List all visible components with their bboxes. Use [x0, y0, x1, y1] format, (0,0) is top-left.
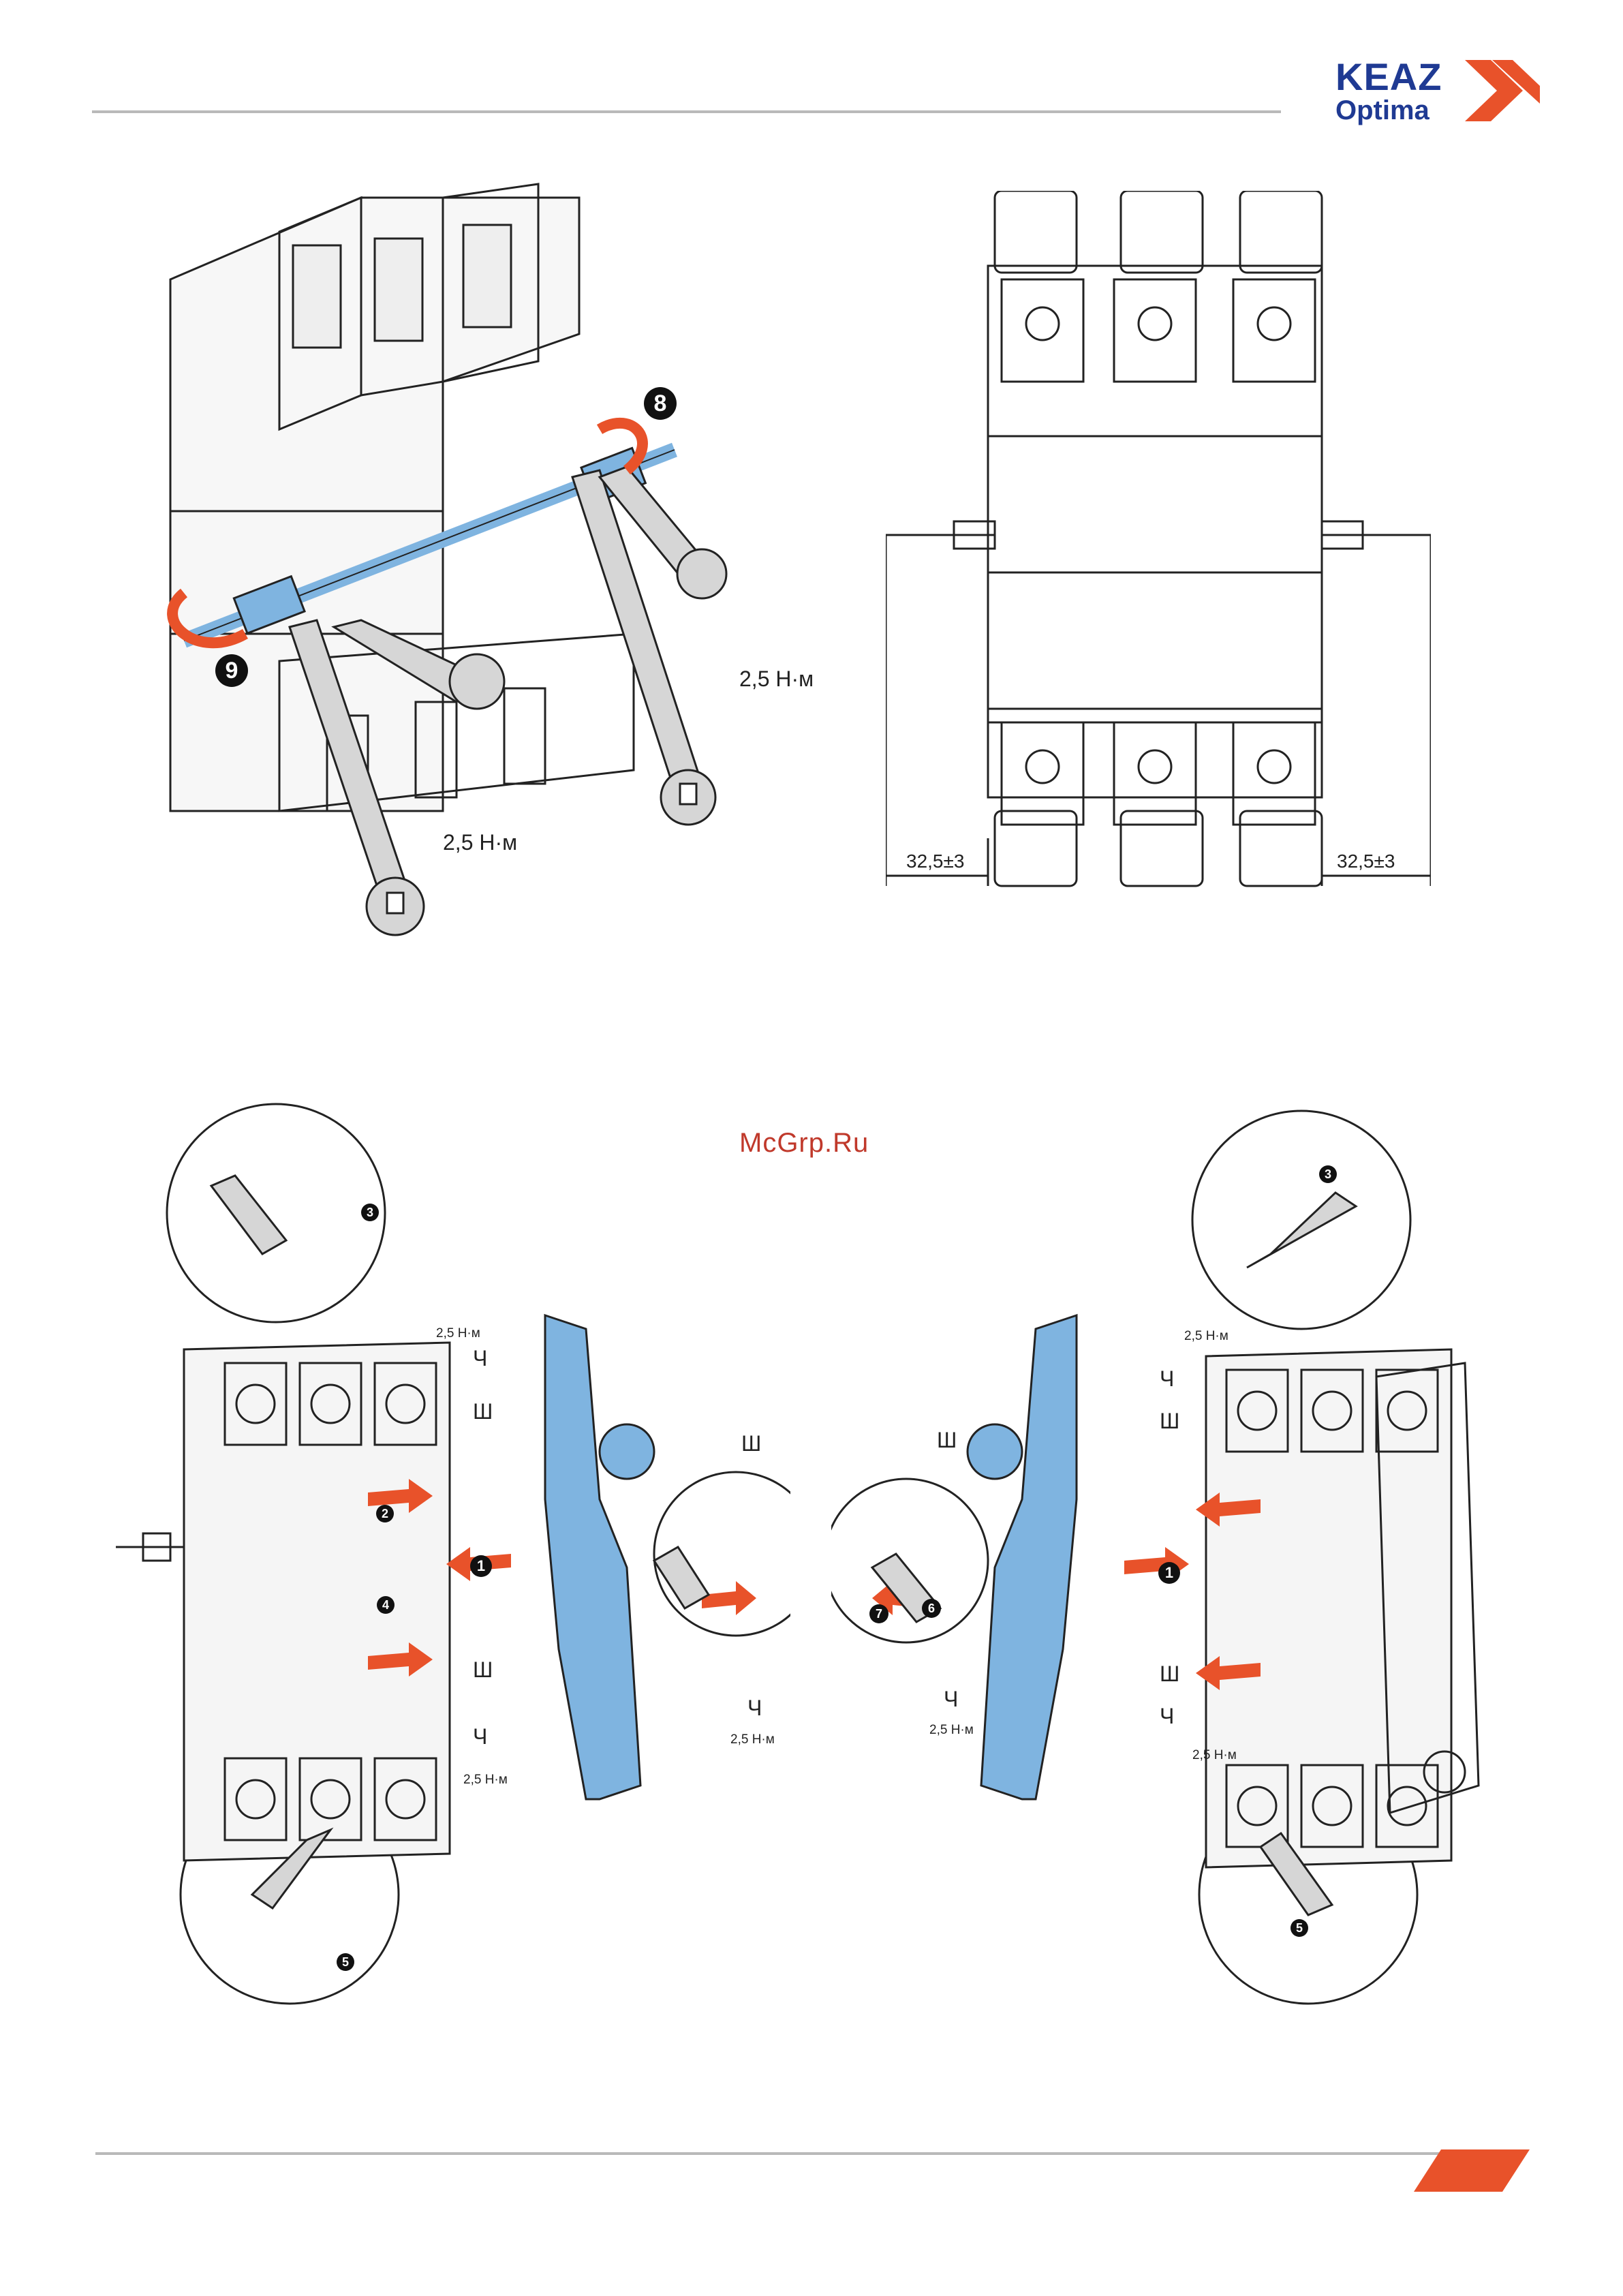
label-sh: Ш: [1160, 1409, 1179, 1434]
torque-label: 2,5 Н·м: [739, 667, 814, 692]
left-mount-figure: [109, 1090, 790, 2051]
label-ch: Ч: [747, 1696, 762, 1721]
front-view-figure: [886, 191, 1431, 906]
torque-label: 2,5 Н·м: [436, 1326, 480, 1341]
label-sh: Ш: [937, 1428, 957, 1453]
step-6-badge: 6: [922, 1599, 941, 1618]
dimension-right: 32,5±3: [1337, 851, 1395, 872]
step-1-badge: 1: [1158, 1562, 1180, 1584]
label-ch: Ч: [473, 1346, 487, 1371]
footer-rule: [95, 2152, 1526, 2155]
label-ch: Ч: [944, 1687, 958, 1712]
product-name: Optima: [1335, 95, 1429, 126]
label-ch: Ч: [473, 1724, 487, 1749]
torque-label: 2,5 Н·м: [1192, 1748, 1237, 1763]
label-ch: Ч: [1160, 1366, 1174, 1392]
torque-label: 2,5 Н·м: [1184, 1329, 1228, 1344]
header-rule: [92, 110, 1281, 113]
step-8-badge: 8: [644, 387, 677, 420]
brand-name: KEAZ: [1335, 55, 1442, 99]
label-ch: Ч: [1160, 1704, 1174, 1729]
step-5-badge: 5: [337, 1953, 354, 1971]
step-1-badge: 1: [470, 1555, 492, 1577]
dimension-left: 32,5±3: [906, 851, 964, 872]
label-sh: Ш: [1160, 1662, 1179, 1687]
torque-label: 2,5 Н·м: [443, 830, 517, 855]
footer-corner-mark: [1414, 2149, 1530, 2192]
torque-label: 2,5 Н·м: [463, 1773, 508, 1788]
step-7-badge: 7: [869, 1604, 888, 1623]
label-sh: Ш: [741, 1431, 761, 1456]
brand-logo: KEAZ Optima: [1335, 53, 1540, 128]
shaft-assembly-figure: [157, 157, 770, 947]
step-3-badge: 3: [361, 1204, 379, 1221]
step-9-badge: 9: [215, 654, 248, 687]
label-sh: Ш: [473, 1657, 493, 1683]
brand-chevron-icon: [1465, 60, 1540, 121]
step-2-badge: 2: [376, 1505, 394, 1522]
torque-label: 2,5 Н·м: [730, 1732, 775, 1747]
label-sh: Ш: [473, 1399, 493, 1424]
step-4-badge: 4: [377, 1596, 395, 1614]
step-5-badge: 5: [1290, 1919, 1308, 1937]
step-3-badge: 3: [1319, 1165, 1337, 1183]
torque-label: 2,5 Н·м: [929, 1723, 974, 1738]
